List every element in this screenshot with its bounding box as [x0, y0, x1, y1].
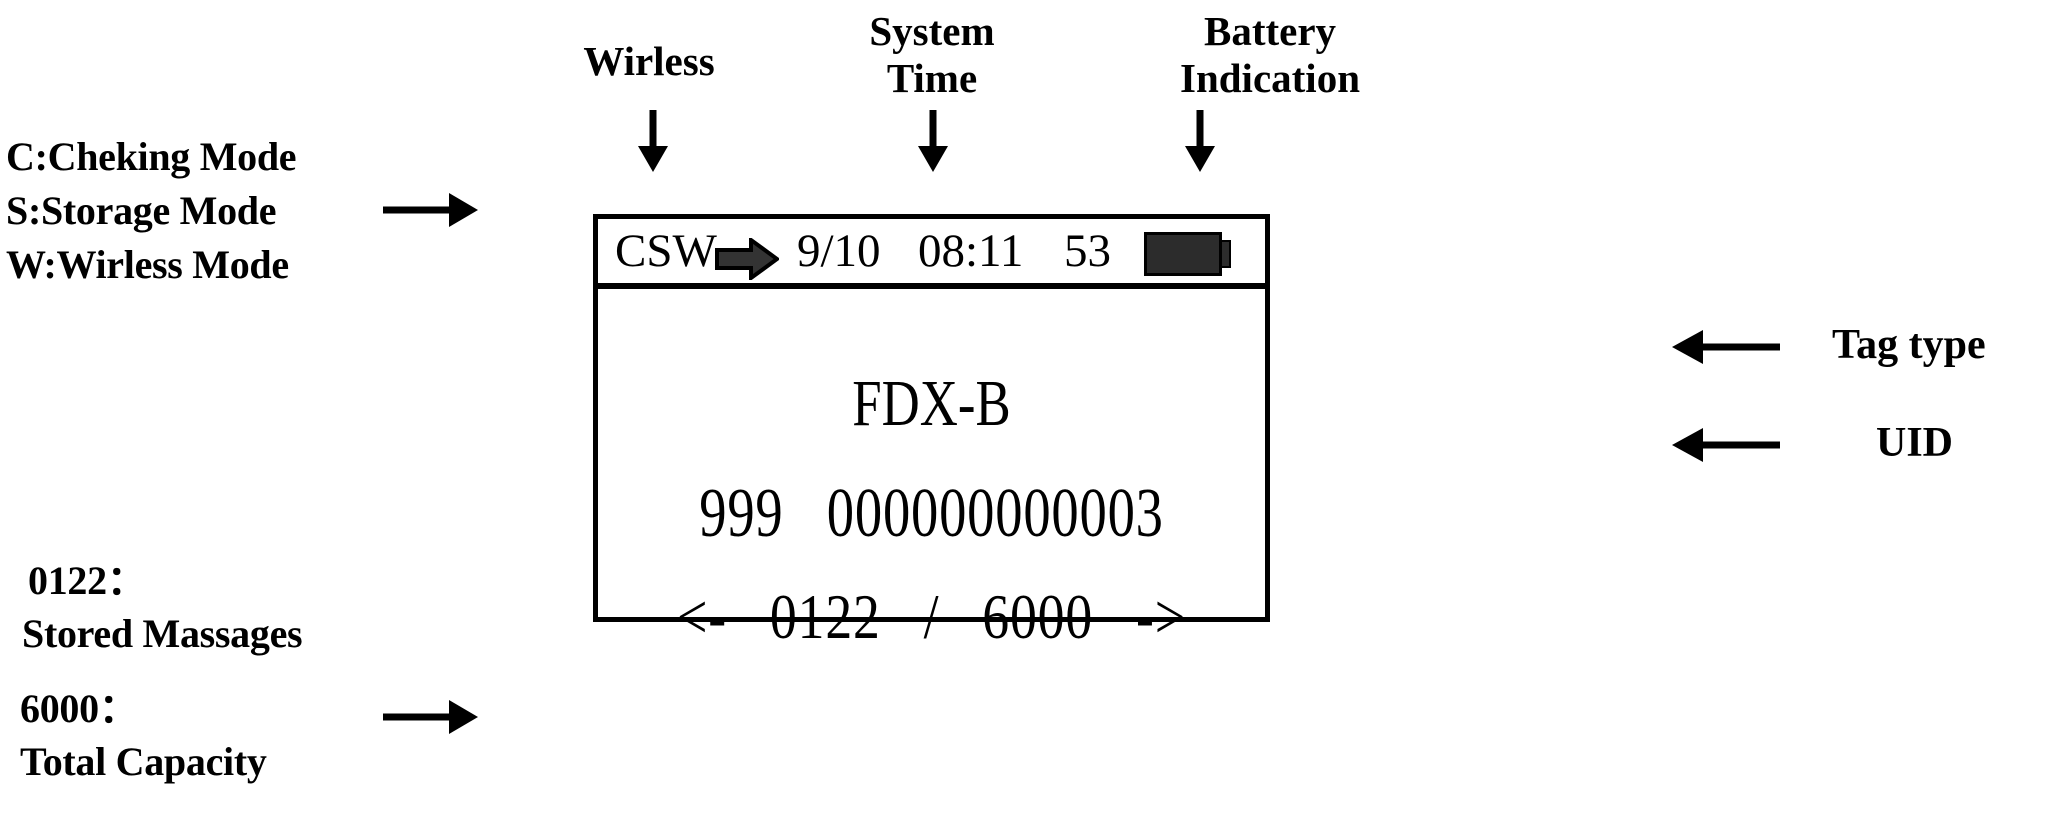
uid-spacer [798, 475, 812, 552]
stored-messages-label: Stored Massages [22, 610, 303, 656]
uid-prefix: 999 [699, 475, 784, 552]
uid-callout-label: UID [1876, 420, 1954, 466]
uid-pointer-arrow [1672, 420, 1780, 470]
lcd-content-area: FDX-B 999 000000000003 <- 0122 / 6000 -> [598, 289, 1265, 649]
counter-spacer-right [1107, 581, 1121, 652]
capacity-legend-pointer-arrow [383, 692, 478, 742]
counter-spacer-mid-right [954, 581, 968, 652]
battery-body [1144, 232, 1222, 276]
total-capacity-label: Total Capacity [20, 738, 267, 784]
tag-type-callout-label: Tag type [1832, 322, 1986, 368]
battery-pointer-arrow [1180, 110, 1220, 172]
total-capacity-legend: 6000： Total Capacity [20, 683, 267, 789]
uid-value: 999 000000000003 [671, 479, 1191, 549]
right-arrow-icon [715, 236, 781, 283]
system-time-display: 08:11 [918, 225, 1024, 277]
mode-flags-indicator: CSW [615, 225, 717, 277]
stored-messages-legend: 0122： Stored Massages [22, 555, 303, 661]
mode-legend-line-wireless: W:Wirless Mode [6, 242, 289, 287]
device-lcd-screen[interactable]: CSW 9/10 08:11 53 FDX-B 999 000000000003… [593, 214, 1270, 649]
system-time-callout-line-1: System [869, 8, 995, 54]
tag-type-pointer-arrow [1672, 322, 1780, 372]
record-counter-row: <- 0122 / 6000 -> [651, 585, 1211, 649]
battery-nub [1222, 240, 1231, 268]
stored-messages-value: 0122： [28, 558, 147, 603]
system-date-display: 9/10 [797, 225, 881, 277]
battery-callout-line-2: Indication [1180, 54, 1360, 101]
record-total-value: 6000 [982, 581, 1094, 652]
uid-number: 000000000003 [826, 475, 1164, 552]
mode-legend: C:Cheking Mode S:Storage Mode W:Wirless … [6, 130, 297, 292]
system-seconds-display: 53 [1064, 225, 1111, 277]
system-time-callout-label: System Time [846, 8, 1018, 101]
wireless-callout-label: Wirless [574, 38, 724, 85]
next-record-button[interactable]: -> [1135, 581, 1186, 652]
mode-legend-line-checking: C:Cheking Mode [6, 134, 297, 179]
system-time-pointer-arrow [913, 110, 953, 172]
counter-spacer-mid-left [895, 581, 909, 652]
tag-type-value: FDX-B [852, 367, 1011, 440]
mode-legend-line-storage: S:Storage Mode [6, 188, 277, 233]
system-time-callout-line-2: Time [886, 54, 978, 101]
mode-legend-pointer-arrow [383, 185, 478, 235]
wireless-callout-line-1: Wirless [583, 38, 715, 84]
lcd-status-bar: CSW 9/10 08:11 53 [598, 219, 1265, 289]
record-index-value: 0122 [769, 581, 881, 652]
battery-indication-callout-label: Battery Indication [1090, 8, 1450, 101]
counter-spacer-left [741, 581, 755, 652]
record-separator: / [923, 581, 940, 652]
wireless-pointer-arrow [633, 110, 673, 172]
total-capacity-value: 6000： [20, 686, 139, 731]
previous-record-button[interactable]: <- [677, 581, 728, 652]
battery-callout-line-1: Battery [1203, 8, 1337, 54]
